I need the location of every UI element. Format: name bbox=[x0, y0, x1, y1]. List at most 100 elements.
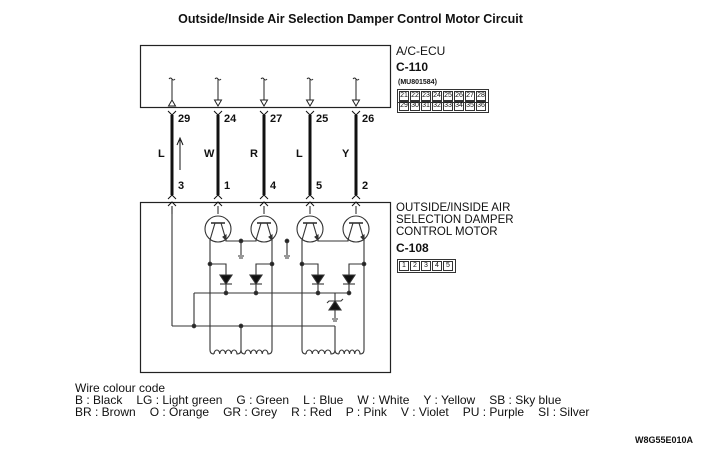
connector-pin-cell: 33 bbox=[443, 101, 453, 111]
connector-pin-cell: 32 bbox=[432, 101, 442, 111]
ecu-pin-number: 27 bbox=[270, 113, 283, 125]
connector-fork-icon bbox=[213, 194, 223, 200]
legend-entry: L : Blue bbox=[303, 393, 344, 407]
connector-pin-cell: 24 bbox=[432, 91, 442, 101]
motor-coil-icon bbox=[301, 349, 336, 355]
diode-icon bbox=[310, 274, 326, 285]
legend-entry: LG : Light green bbox=[136, 393, 223, 407]
connector-pin-cell: 23 bbox=[421, 91, 431, 101]
transistor-icon bbox=[342, 215, 370, 243]
motor-pin-number: 3 bbox=[178, 180, 185, 192]
figure-id: W8G55E010A bbox=[634, 435, 693, 445]
connector-pin-cell: 35 bbox=[465, 101, 475, 111]
motor-pin-number: 5 bbox=[316, 180, 323, 192]
connector-fork-icon bbox=[259, 110, 269, 116]
connector-fork-icon bbox=[259, 201, 269, 207]
motor-connector-id: C-108 bbox=[396, 241, 429, 255]
emitter-arrow-icon bbox=[268, 233, 273, 242]
zener-bar bbox=[326, 298, 344, 304]
ground-icon bbox=[332, 318, 338, 322]
connector-pin-cell: 1 bbox=[399, 261, 409, 271]
emitter-arrow-icon bbox=[360, 233, 365, 242]
transistor-collector bbox=[301, 222, 308, 241]
transistor-collector bbox=[347, 222, 354, 241]
wire-colour-code: Y bbox=[342, 148, 350, 160]
transistor-icon bbox=[250, 215, 278, 243]
diagram-title: Outside/Inside Air Selection Damper Cont… bbox=[178, 12, 523, 26]
legend-entry: G : Green bbox=[236, 393, 290, 407]
output-triangle-icon bbox=[259, 99, 269, 107]
input-triangle-icon bbox=[167, 99, 177, 107]
legend-entry: Y : Yellow bbox=[423, 393, 476, 407]
ecu-box bbox=[139, 44, 392, 109]
ecu-pin-number: 29 bbox=[178, 113, 191, 125]
legend-entry: W : White bbox=[357, 393, 410, 407]
ecu-connector-id: C-110 bbox=[396, 60, 429, 74]
transistor-collector bbox=[209, 222, 216, 241]
connector-fork-icon bbox=[305, 110, 315, 116]
connector-fork-icon bbox=[351, 194, 361, 200]
connector-pin-cell: 31 bbox=[421, 101, 431, 111]
motor-coil-icon bbox=[334, 349, 365, 355]
motor-coil-icon bbox=[240, 349, 273, 355]
diode-icon bbox=[218, 274, 234, 285]
connector-fork-icon bbox=[351, 110, 361, 116]
wire-colour-code: R bbox=[250, 148, 258, 160]
motor-pin-number: 2 bbox=[362, 180, 369, 192]
emitter-arrow-icon bbox=[222, 233, 227, 242]
connector-pin-cell: 2 bbox=[410, 261, 420, 271]
connector-pin-cell: 36 bbox=[476, 101, 486, 111]
transistor-icon bbox=[296, 215, 324, 243]
diode-icon bbox=[341, 274, 357, 285]
connector-pin-cell: 25 bbox=[443, 91, 453, 101]
motor-coil-icon bbox=[209, 349, 242, 355]
connector-pin-cell: 5 bbox=[443, 261, 453, 271]
legend-title: Wire colour code bbox=[75, 381, 166, 395]
output-triangle-icon bbox=[351, 99, 361, 107]
ground-icon bbox=[284, 255, 290, 259]
connector-fork-icon bbox=[167, 194, 177, 200]
connector-pin-cell: 28 bbox=[476, 91, 486, 101]
ecu-name: A/C-ECU bbox=[396, 44, 446, 58]
connector-pin-cell: 22 bbox=[410, 91, 420, 101]
ecu-pin-number: 25 bbox=[316, 113, 329, 125]
wire-colour-code: L bbox=[158, 148, 165, 160]
ecu-part-number: (MU801584) bbox=[398, 79, 437, 86]
diode-icon bbox=[248, 274, 264, 285]
legend-row-1: B : Black LG : Light green G : Green L : Bl… bbox=[75, 394, 575, 407]
legend-entry: V : Violet bbox=[400, 405, 449, 419]
emitter-arrow-icon bbox=[314, 233, 319, 242]
connector-fork-icon bbox=[167, 110, 177, 116]
connector-fork-icon bbox=[213, 110, 223, 116]
connector-pin-cell: 3 bbox=[421, 261, 431, 271]
connector-pin-cell: 27 bbox=[465, 91, 475, 101]
connector-fork-icon bbox=[259, 194, 269, 200]
transistor-icon bbox=[204, 215, 232, 243]
legend-entry: PU : Purple bbox=[462, 405, 525, 419]
legend-entry: SB : Sky blue bbox=[489, 393, 562, 407]
ecu-pin-number: 26 bbox=[362, 113, 375, 125]
connector-fork-icon bbox=[305, 201, 315, 207]
connector-fork-icon bbox=[167, 201, 177, 207]
connector-fork-icon bbox=[213, 201, 223, 207]
legend-entry: R : Red bbox=[291, 405, 332, 419]
legend-entry: B : Black bbox=[75, 393, 123, 407]
motor-name: OUTSIDE/INSIDE AIR SELECTION DAMPER CONT… bbox=[396, 202, 514, 238]
legend-entry: P : Pink bbox=[345, 405, 387, 419]
output-triangle-icon bbox=[213, 99, 223, 107]
connector-pin-cell: 26 bbox=[454, 91, 464, 101]
connector-pin-cell: 29 bbox=[399, 101, 409, 111]
connector-pin-cell: 34 bbox=[454, 101, 464, 111]
motor-box bbox=[139, 201, 392, 374]
legend-entry: GR : Grey bbox=[223, 405, 278, 419]
connector-pin-cell: 4 bbox=[432, 261, 442, 271]
output-triangle-icon bbox=[305, 99, 315, 107]
legend-entry: BR : Brown bbox=[75, 405, 136, 419]
emitter-junction-wire bbox=[317, 240, 349, 242]
zener-diode-icon bbox=[327, 300, 343, 311]
